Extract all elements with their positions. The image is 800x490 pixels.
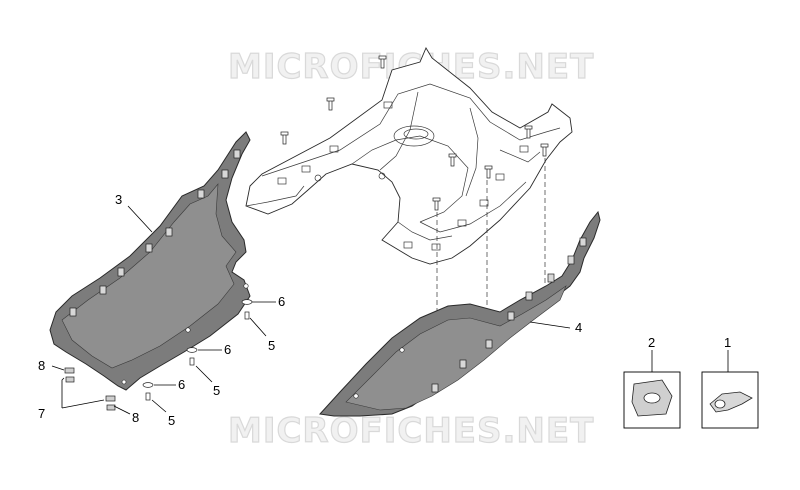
callout-6-c: 6	[178, 377, 185, 392]
screw-icon	[484, 165, 493, 179]
clip-icon	[165, 227, 173, 237]
nut-icon	[65, 376, 75, 383]
callout-5-c: 5	[168, 413, 175, 428]
clip-icon	[525, 291, 533, 301]
screw-icon	[244, 311, 250, 320]
clip-icon	[145, 243, 153, 253]
nut-icon	[106, 404, 116, 411]
clip-icon	[485, 339, 493, 349]
screw-icon	[326, 97, 335, 111]
clip-icon	[547, 273, 555, 283]
callout-6-b: 6	[224, 342, 231, 357]
right-footboard-panel	[318, 210, 601, 417]
washer-icon	[241, 299, 253, 305]
screw-icon	[432, 197, 441, 211]
alignment-lines	[436, 158, 546, 312]
frame-screws	[280, 55, 549, 211]
clip-icon	[567, 255, 575, 265]
nut-icon	[64, 367, 75, 374]
callout-1: 1	[724, 335, 731, 350]
clip-icon	[507, 311, 515, 321]
inset-box-spring-clip	[701, 371, 759, 429]
screw-icon	[145, 392, 151, 401]
screw-icon	[189, 357, 195, 366]
clip-icon	[197, 189, 205, 199]
screw-icon	[448, 153, 457, 167]
screw-icon	[524, 125, 533, 139]
washer-icon	[186, 347, 198, 353]
clip-icon	[69, 307, 77, 317]
clip-icon	[117, 267, 125, 277]
inset-box-clip-nut	[623, 371, 681, 429]
clip-icon	[459, 359, 467, 369]
screw-icon	[540, 143, 549, 157]
callout-8-b: 8	[132, 410, 139, 425]
clip-icon	[431, 383, 439, 393]
callout-6-a: 6	[278, 294, 285, 309]
screw-icon	[280, 131, 289, 145]
clip-icon	[233, 149, 241, 159]
washer-icon	[142, 382, 154, 388]
callout-2: 2	[648, 335, 655, 350]
callout-3: 3	[115, 192, 122, 207]
callout-5-b: 5	[213, 383, 220, 398]
callout-labels: 3 4 6 5 6 5 6 5 8 7 8 2 1	[38, 192, 731, 428]
watermark-bottom: MICROFICHES.NET	[228, 411, 594, 451]
clip-icon	[221, 169, 229, 179]
panel-fasteners	[64, 299, 253, 411]
nut-icon	[105, 395, 116, 402]
callout-7: 7	[38, 406, 45, 421]
callout-5-a: 5	[268, 338, 275, 353]
screw-icon	[378, 55, 387, 69]
callout-8-a: 8	[38, 358, 45, 373]
clip-icon	[579, 237, 587, 247]
callout-4: 4	[575, 320, 582, 335]
left-footboard-panel	[49, 131, 251, 391]
leader-lines	[51, 205, 729, 415]
central-frame	[245, 47, 573, 265]
clip-icon	[99, 285, 107, 295]
